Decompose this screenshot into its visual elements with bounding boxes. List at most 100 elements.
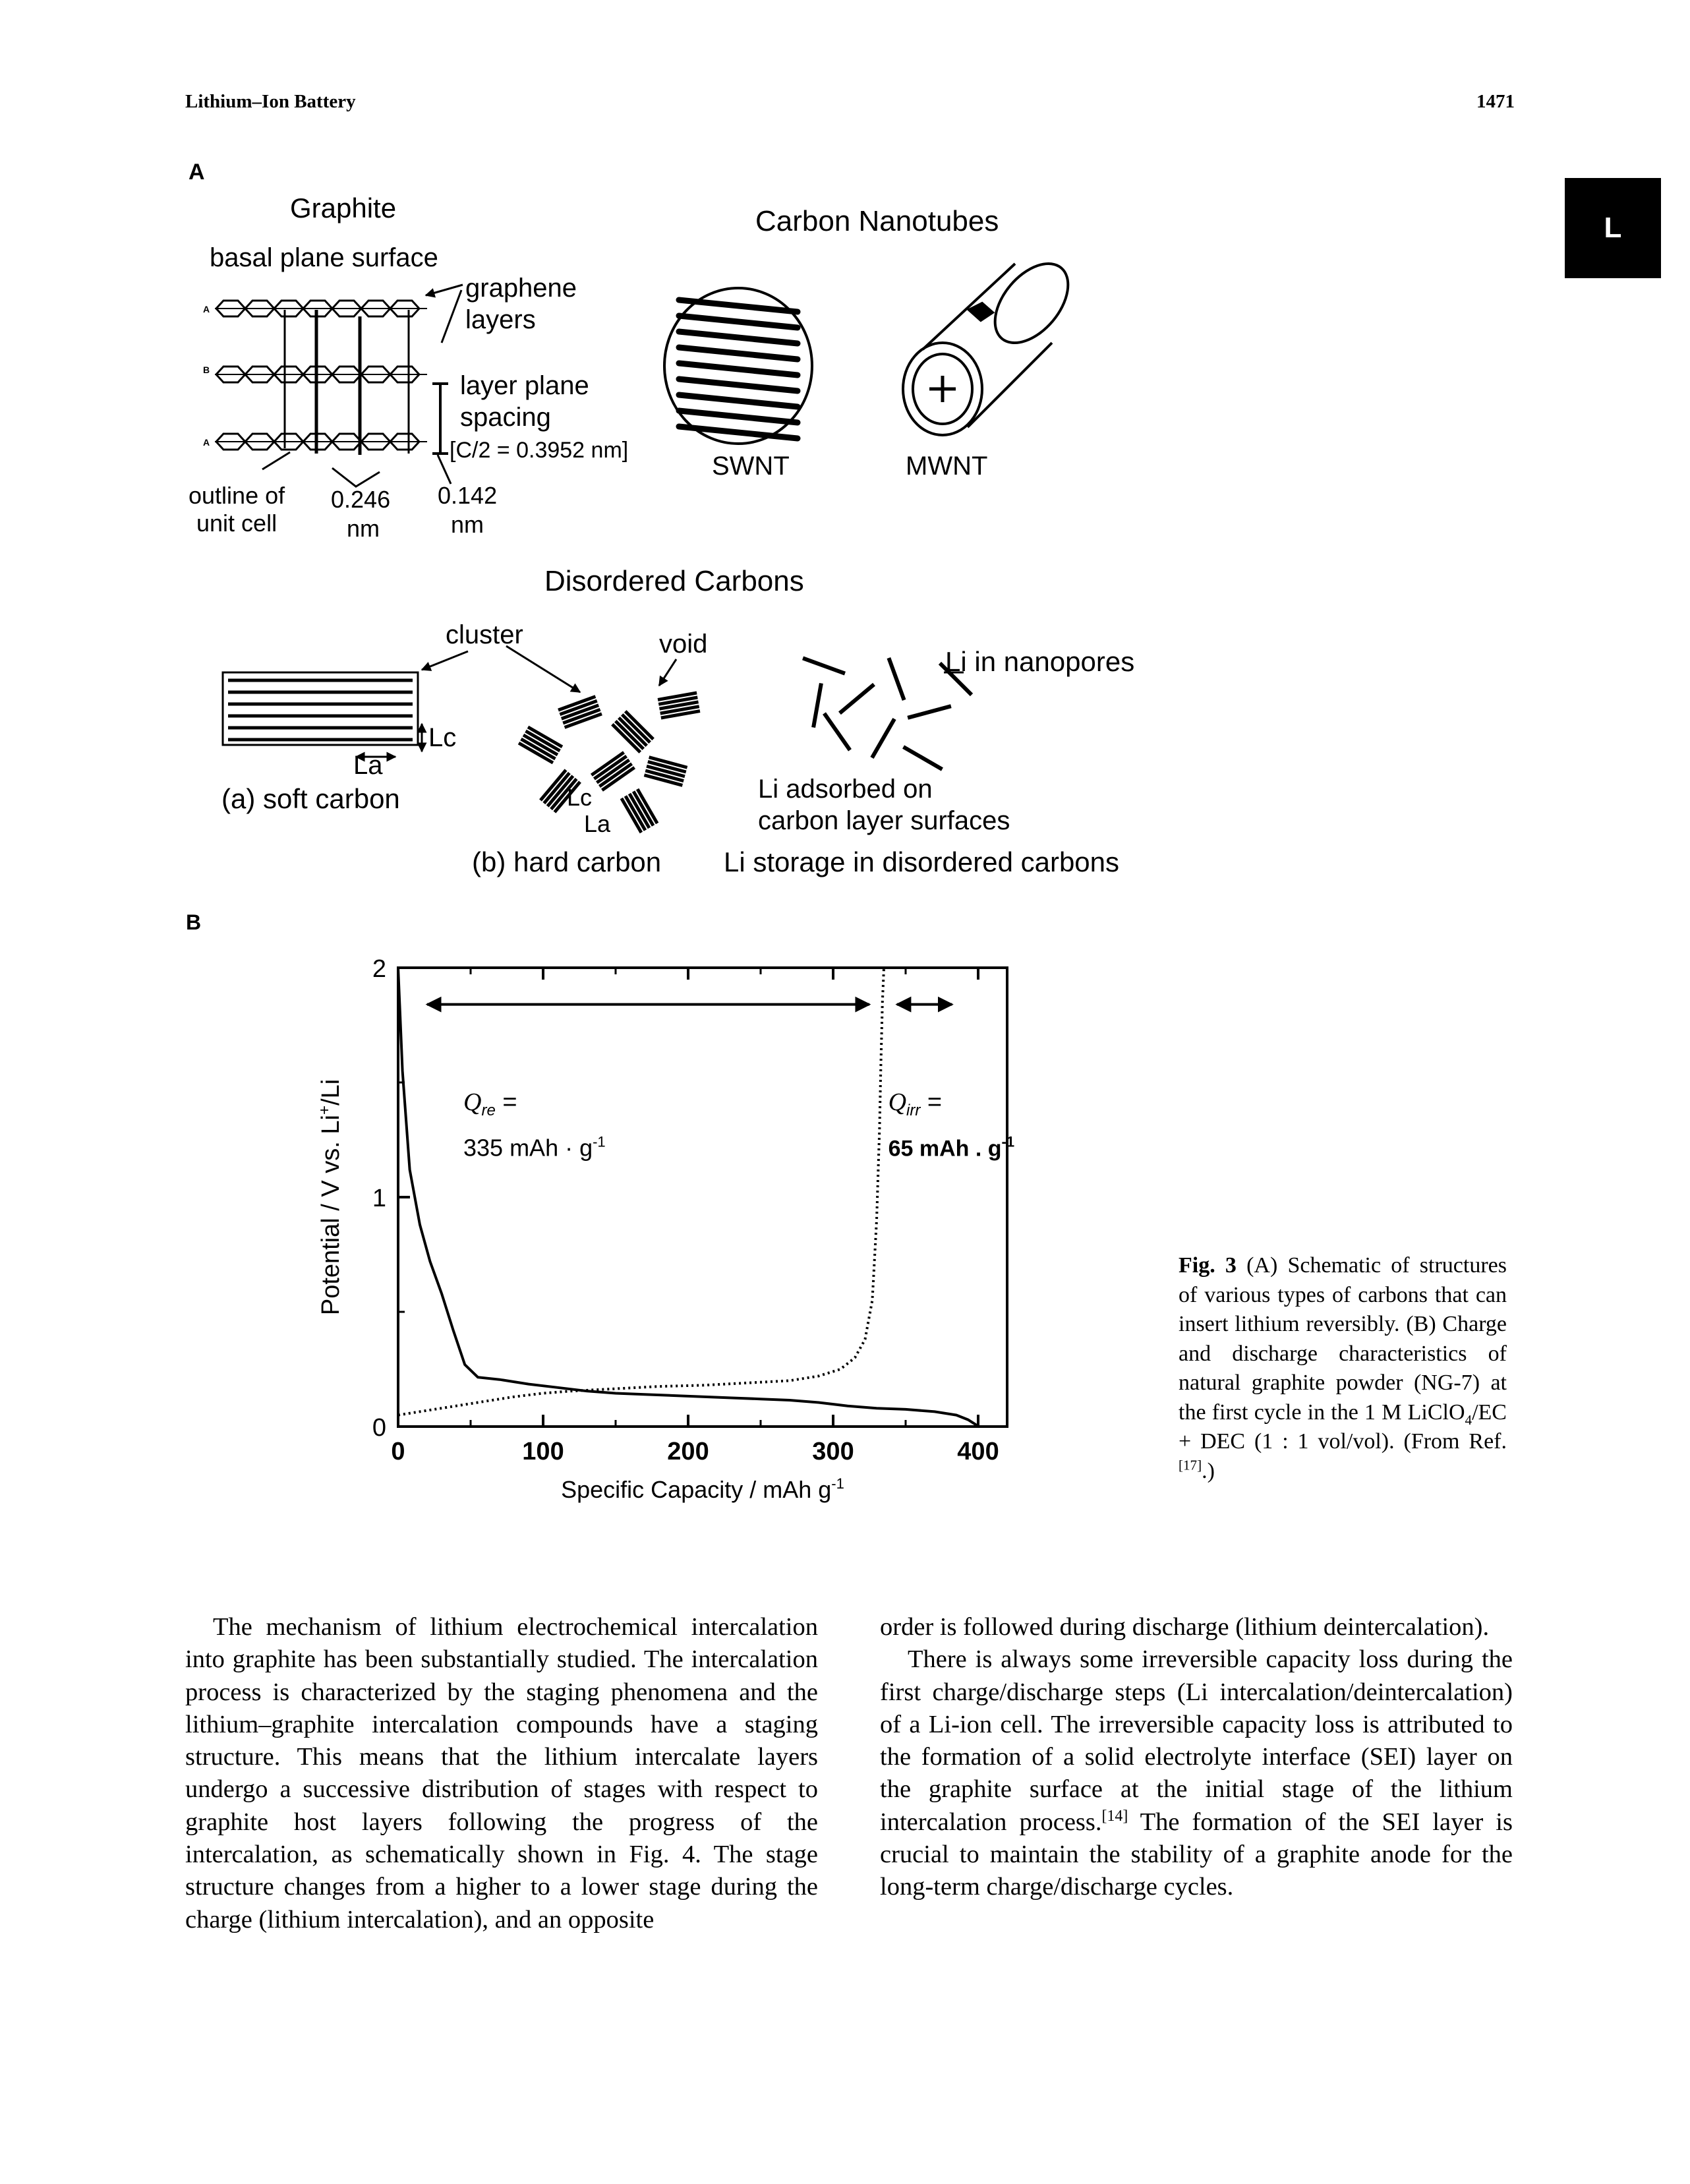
- cluster-layer: [542, 771, 571, 805]
- cluster-layer: [593, 755, 627, 781]
- disordered-title: Disordered Carbons: [544, 565, 804, 597]
- cluster-layer: [601, 766, 636, 792]
- nanopores-label: Li in nanopores: [945, 646, 1134, 677]
- cluster-pointer: [506, 645, 581, 694]
- body-text: The formation of the SEI layer is crucia…: [880, 1808, 1513, 1901]
- mwnt-drawing: [902, 262, 1070, 436]
- running-head: Lithium–Ion Battery: [185, 91, 356, 112]
- unit-cell-pointer: [262, 451, 291, 471]
- q-irr-unit-exp: -1: [1002, 1133, 1015, 1150]
- y-tick-label: 0: [372, 1414, 386, 1442]
- dimension-pointer: [436, 454, 452, 485]
- x-tick-label: 300: [812, 1438, 854, 1465]
- lattice-dim-1-unit: nm: [347, 515, 380, 542]
- stack-label-b: B: [203, 365, 210, 375]
- hard-la-label: La: [584, 810, 611, 837]
- x-axis-label: Specific Capacity / mAh g-1: [561, 1475, 844, 1503]
- q-re-unit-exp: -1: [593, 1133, 606, 1150]
- void-label: void: [659, 630, 707, 659]
- nanotube-stroke: [676, 297, 801, 315]
- body-paragraph: The mechanism of lithium electrochemical…: [185, 1613, 818, 1933]
- cluster-layer: [522, 733, 559, 757]
- q-irr-equals: =: [920, 1088, 942, 1116]
- unit-cell-label-2: unit cell: [196, 510, 277, 537]
- x-tick-label: 400: [957, 1438, 999, 1465]
- cluster-layer: [631, 790, 655, 827]
- carbon-sheet: [838, 682, 875, 715]
- figure-3: A Graphite basal plane surface A B A gra…: [186, 160, 1134, 1503]
- cluster-layer: [550, 777, 578, 811]
- cluster-layer: [595, 758, 631, 784]
- discharge-curve: [397, 967, 885, 1417]
- stack-label-a-bottom: A: [203, 437, 210, 448]
- graphene-label-2: layers: [465, 305, 536, 334]
- cluster-label: cluster: [446, 620, 523, 649]
- cluster-layer: [620, 797, 643, 834]
- q-re-value: 335 mAh · g: [463, 1134, 593, 1161]
- cluster-layer: [618, 717, 648, 747]
- cluster-layer: [527, 725, 564, 749]
- reversible-capacity-value: 335 mAh · g-1: [463, 1133, 606, 1161]
- body-column-right: order is followed during discharge (lith…: [880, 1611, 1513, 1904]
- cluster-layer: [546, 775, 575, 808]
- cluster-layer: [658, 695, 698, 706]
- x-axis-label-exp: -1: [831, 1475, 844, 1492]
- lattice-dim-2-unit: nm: [451, 511, 484, 538]
- irreversible-capacity-label: Qirr =: [889, 1088, 943, 1119]
- cluster-layer: [660, 705, 700, 715]
- carbon-sheet: [802, 656, 846, 676]
- hard-carbon-drawing: [517, 691, 701, 834]
- carbon-sheet: [887, 657, 906, 701]
- cluster-layer: [611, 723, 642, 753]
- body-paragraph: order is followed during discharge (lith…: [880, 1613, 1490, 1641]
- caption-subscript: 4: [1465, 1411, 1472, 1428]
- nanotube-stroke: [676, 328, 801, 347]
- y-axis-label: Potential / V vs. Li+/Li: [316, 1079, 345, 1315]
- cluster-layer: [520, 737, 556, 761]
- cluster-layer: [525, 729, 561, 753]
- y-tick-label: 1: [372, 1185, 386, 1212]
- nanotube-stroke: [676, 392, 801, 410]
- hard-lc-label: Lc: [567, 784, 592, 811]
- page-number: 1471: [1476, 91, 1515, 112]
- carbon-sheet: [902, 745, 943, 771]
- swnt-label: SWNT: [712, 452, 790, 481]
- stack-label-a-top: A: [203, 304, 210, 314]
- body-paragraph: There is always some irreversible capaci…: [880, 1643, 1513, 1903]
- graphite-panel: Graphite basal plane surface A B A graph…: [189, 192, 628, 542]
- adsorbed-label-1: Li adsorbed on: [758, 775, 933, 804]
- q-re-symbol: Q: [463, 1088, 481, 1116]
- swnt-bundle-drawing: [663, 287, 813, 445]
- cluster-layer: [648, 755, 688, 769]
- cluster-layer: [657, 691, 697, 701]
- caption-label: Fig. 3: [1179, 1253, 1237, 1278]
- storage-caption: Li storage in disordered carbons: [724, 846, 1119, 877]
- reversible-capacity-label: Qre =: [463, 1088, 517, 1119]
- cluster-layer: [553, 781, 581, 813]
- cluster-layer: [564, 712, 602, 729]
- cluster-layer: [624, 795, 647, 831]
- lattice-dim-2-value: 0.142: [438, 482, 497, 509]
- y-axis-label-exp: +: [316, 1106, 334, 1115]
- x-tick-label: 200: [667, 1438, 709, 1465]
- cluster-layer: [560, 703, 600, 721]
- cluster-layer: [620, 713, 651, 744]
- y-axis-label-main: Potential / V vs. Li: [317, 1115, 345, 1315]
- carbon-sheet: [907, 704, 952, 720]
- nanotube-stroke: [676, 376, 801, 394]
- soft-la-label: La: [353, 751, 383, 780]
- cluster-layer: [659, 700, 699, 711]
- nanotube-stroke: [676, 344, 801, 363]
- y-tick-label: 2: [372, 955, 386, 983]
- panel-a-label: A: [189, 160, 205, 185]
- carbon-sheet: [811, 682, 823, 728]
- cluster-layer: [539, 769, 568, 802]
- spacing-label-2: spacing: [460, 403, 551, 432]
- carbon-sheet: [823, 712, 852, 752]
- lattice-dim-1-value: 0.246: [331, 486, 390, 513]
- adsorbed-label-2: carbon layer surfaces: [758, 806, 1010, 835]
- graphene-pointer: [440, 289, 463, 343]
- spacing-label-1: layer plane: [460, 371, 589, 400]
- body-reference: [14]: [1101, 1807, 1128, 1825]
- graphene-pointer: [424, 283, 463, 298]
